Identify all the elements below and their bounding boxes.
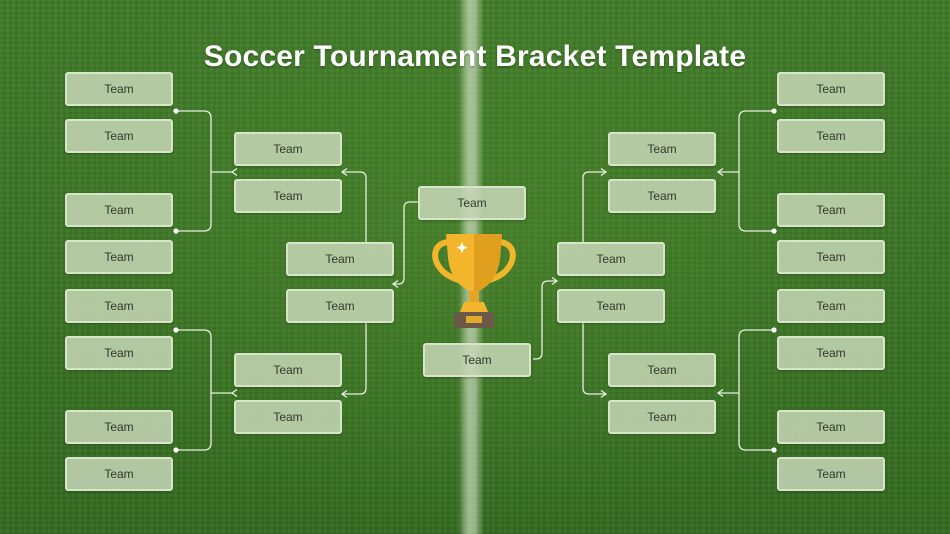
- right-r1-slot-6[interactable]: Team: [777, 336, 885, 370]
- connector-line-8: [340, 167, 348, 177]
- connector-line-14: [551, 276, 559, 286]
- connector-line-7: [342, 171, 367, 242]
- right-r1-slot-7[interactable]: Team: [777, 410, 885, 444]
- final-slot-top[interactable]: Team: [418, 186, 526, 220]
- right-r2-slot-2[interactable]: Team: [608, 179, 716, 213]
- connector-line-21: [716, 167, 724, 177]
- right-r2-slot-1[interactable]: Team: [608, 132, 716, 166]
- connector-line-12: [391, 279, 399, 289]
- right-r1-slot-5[interactable]: Team: [777, 289, 885, 323]
- left-r2-slot-3[interactable]: Team: [234, 353, 342, 387]
- right-r2-slot-3[interactable]: Team: [608, 353, 716, 387]
- left-r1-slot-2[interactable]: Team: [65, 119, 173, 153]
- connector-line-17: [582, 323, 606, 395]
- left-r1-slot-4[interactable]: Team: [65, 240, 173, 274]
- left-semi-slot-1[interactable]: Team: [286, 242, 394, 276]
- connector-line-4: [176, 329, 212, 451]
- left-r1-slot-7[interactable]: Team: [65, 410, 173, 444]
- left-r1-slot-3[interactable]: Team: [65, 193, 173, 227]
- connector-dot: [771, 327, 777, 333]
- connector-dot: [771, 228, 777, 234]
- right-r2-slot-4[interactable]: Team: [608, 400, 716, 434]
- connector-line-9: [342, 323, 367, 395]
- connector-dot: [173, 228, 179, 234]
- final-slot-bottom[interactable]: Team: [423, 343, 531, 377]
- left-semi-slot-2[interactable]: Team: [286, 289, 394, 323]
- right-r1-slot-4[interactable]: Team: [777, 240, 885, 274]
- connector-line-16: [600, 167, 608, 177]
- connector-line-15: [582, 171, 606, 242]
- right-semi-slot-2[interactable]: Team: [557, 289, 665, 323]
- page-title: Soccer Tournament Bracket Template: [203, 40, 747, 73]
- left-r1-slot-1[interactable]: Team: [65, 72, 173, 106]
- connector-dot: [173, 447, 179, 453]
- connector-line-10: [340, 389, 348, 399]
- connector-dot: [173, 327, 179, 333]
- connector-dot: [771, 108, 777, 114]
- right-r1-slot-1[interactable]: Team: [777, 72, 885, 106]
- connector-dot: [173, 108, 179, 114]
- right-r1-slot-8[interactable]: Team: [777, 457, 885, 491]
- connector-line-6: [230, 388, 238, 398]
- right-r1-slot-2[interactable]: Team: [777, 119, 885, 153]
- left-r1-slot-5[interactable]: Team: [65, 289, 173, 323]
- connector-line-19: [738, 110, 774, 232]
- right-r1-slot-3[interactable]: Team: [777, 193, 885, 227]
- left-r1-slot-8[interactable]: Team: [65, 457, 173, 491]
- connector-line-11: [393, 201, 418, 285]
- connector-line-1: [176, 110, 212, 232]
- left-r2-slot-2[interactable]: Team: [234, 179, 342, 213]
- connector-dot: [771, 447, 777, 453]
- connector-line-18: [600, 389, 608, 399]
- connector-line-13: [533, 280, 557, 360]
- trophy-icon: [432, 234, 516, 328]
- left-r1-slot-6[interactable]: Team: [65, 336, 173, 370]
- connector-line-22: [738, 329, 774, 451]
- left-r2-slot-4[interactable]: Team: [234, 400, 342, 434]
- right-semi-slot-1[interactable]: Team: [557, 242, 665, 276]
- connector-line-24: [716, 388, 724, 398]
- left-r2-slot-1[interactable]: Team: [234, 132, 342, 166]
- connector-line-3: [230, 167, 238, 177]
